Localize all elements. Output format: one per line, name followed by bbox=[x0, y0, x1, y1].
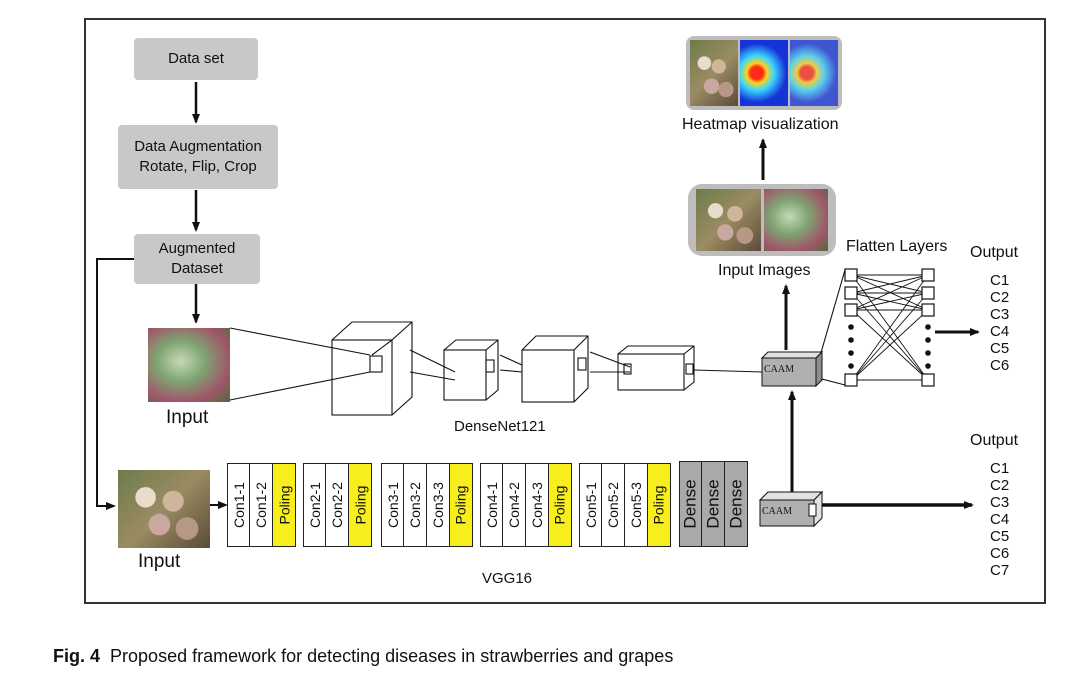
output-top-list: C1 C2 C3 C4 C5 C6 bbox=[990, 272, 1009, 374]
heatmap-label: Heatmap visualization bbox=[682, 116, 839, 133]
output-class: C4 bbox=[990, 511, 1010, 528]
conv-layer: Con1-1 bbox=[226, 463, 251, 547]
vgg-block-4: Con4-1 Con4-2 Con4-3 Poling bbox=[479, 463, 572, 547]
flatten-nodes bbox=[844, 268, 935, 387]
output-class: C6 bbox=[990, 357, 1010, 374]
conv-layer: Con3-3 bbox=[426, 463, 451, 547]
densenet-cuboid-3 bbox=[521, 335, 589, 403]
output-class: C1 bbox=[990, 460, 1010, 477]
vgg-input-label: Input bbox=[138, 551, 181, 572]
augmentation-box: Data Augmentation Rotate, Flip, Crop bbox=[118, 125, 278, 189]
augmentation-label-2: Rotate, Flip, Crop bbox=[139, 158, 257, 175]
projection-line bbox=[817, 269, 846, 364]
conv-layer: Con3-2 bbox=[403, 463, 428, 547]
densenet-caam-block bbox=[760, 350, 824, 388]
projection-line bbox=[693, 369, 763, 373]
pooling-layer: Poling bbox=[272, 463, 297, 547]
conv-layer: Con3-1 bbox=[380, 463, 405, 547]
vgg-block-3: Con3-1 Con3-2 Con3-3 Poling bbox=[380, 463, 473, 547]
vgg-model-label: VGG16 bbox=[482, 570, 533, 587]
conv-layer: Con2-1 bbox=[302, 463, 327, 547]
dense-layer: Dense bbox=[701, 461, 726, 547]
densenet-model-label: DenseNet121 bbox=[454, 418, 546, 435]
densenet-cuboid-2 bbox=[443, 339, 499, 401]
input-image-grape bbox=[696, 189, 761, 251]
augmented-label-1: Augmented bbox=[158, 240, 236, 257]
conv-layer: Con4-1 bbox=[479, 463, 504, 547]
vgg-input-image bbox=[118, 470, 210, 548]
dataset-label: Data set bbox=[168, 50, 224, 67]
vgg-block-1: Con1-1 Con1-2 Poling bbox=[226, 463, 297, 547]
projection-line bbox=[499, 354, 523, 366]
projection-line bbox=[229, 371, 371, 401]
input-images-panel bbox=[688, 184, 836, 256]
augmented-dataset-box: Augmented Dataset bbox=[134, 234, 260, 284]
projection-line bbox=[409, 349, 456, 373]
flatten-layers-label: Flatten Layers bbox=[846, 238, 948, 255]
pooling-layer: Poling bbox=[448, 463, 473, 547]
output-class: C3 bbox=[990, 306, 1010, 323]
dense-layer: Dense bbox=[678, 461, 703, 547]
output-top-title: Output bbox=[970, 244, 1019, 261]
vgg-block-2: Con2-1 Con2-2 Poling bbox=[302, 463, 373, 547]
output-class: C4 bbox=[990, 323, 1010, 340]
output-class: C5 bbox=[990, 528, 1010, 545]
pooling-layer: Poling bbox=[348, 463, 373, 547]
projection-line bbox=[499, 369, 523, 373]
output-class: C1 bbox=[990, 272, 1010, 289]
augmented-label-2: Dataset bbox=[171, 260, 223, 277]
output-class: C3 bbox=[990, 494, 1010, 511]
caption-text: Proposed framework for detecting disease… bbox=[110, 646, 674, 666]
densenet-cuboid-4 bbox=[617, 345, 695, 391]
flatten-network bbox=[851, 274, 929, 381]
pooling-layer: Poling bbox=[547, 463, 572, 547]
figure-caption: Fig. 4 Proposed framework for detecting … bbox=[53, 646, 673, 667]
output-bottom-title: Output bbox=[970, 432, 1019, 449]
conv-layer: Con5-2 bbox=[601, 463, 626, 547]
projection-line bbox=[409, 371, 456, 381]
conv-layer: Con5-3 bbox=[624, 463, 649, 547]
vgg-caam-label: CAAM bbox=[762, 506, 793, 517]
output-class: C2 bbox=[990, 477, 1010, 494]
output-class: C7 bbox=[990, 562, 1010, 579]
densenet-input-image bbox=[148, 328, 230, 402]
dense-layer: Dense bbox=[724, 461, 749, 547]
conv-layer: Con4-2 bbox=[502, 463, 527, 547]
heatmap-overlay-image bbox=[790, 40, 838, 106]
output-class: C5 bbox=[990, 340, 1010, 357]
flatten-ellipsis bbox=[848, 324, 931, 369]
vgg-caam-block bbox=[758, 490, 824, 528]
input-images-label: Input Images bbox=[718, 262, 811, 279]
vgg-block-5: Con5-1 Con5-2 Con5-3 Poling bbox=[578, 463, 671, 547]
output-class: C2 bbox=[990, 289, 1010, 306]
conv-layer: Con1-2 bbox=[249, 463, 274, 547]
augmentation-label-1: Data Augmentation bbox=[134, 138, 262, 155]
output-class: C6 bbox=[990, 545, 1010, 562]
densenet-input-label: Input bbox=[166, 407, 209, 428]
vgg-dense-block: Dense Dense Dense bbox=[678, 461, 749, 547]
densenet-cuboid-1 bbox=[331, 321, 413, 416]
conv-layer: Con5-1 bbox=[578, 463, 603, 547]
projection-line bbox=[229, 327, 371, 356]
heatmap-panel bbox=[686, 36, 842, 110]
caption-label: Fig. 4 bbox=[53, 646, 101, 666]
dataset-box: Data set bbox=[134, 38, 258, 80]
projection-line bbox=[589, 351, 631, 368]
output-bottom-list: C1 C2 C3 C4 C5 C6 C7 bbox=[990, 460, 1009, 579]
figure-frame bbox=[84, 18, 1046, 604]
densenet-caam-label: CAAM bbox=[764, 364, 795, 375]
heatmap-source-image bbox=[690, 40, 738, 106]
conv-layer: Con2-2 bbox=[325, 463, 350, 547]
conv-layer: Con4-3 bbox=[525, 463, 550, 547]
input-image-leaf bbox=[763, 189, 828, 251]
heatmap-image bbox=[740, 40, 788, 106]
arrow-augmented-to-vgg-input bbox=[96, 258, 134, 510]
pooling-layer: Poling bbox=[646, 463, 671, 547]
